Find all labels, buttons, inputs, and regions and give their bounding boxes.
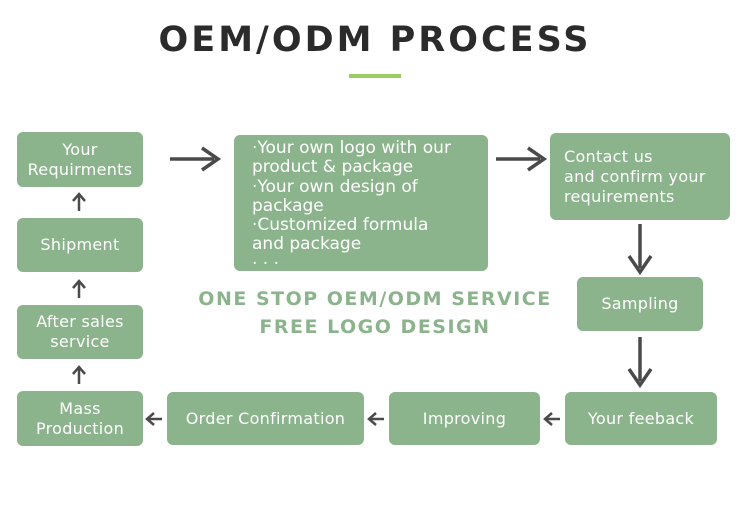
arrow-left-icon [543,412,560,426]
custom-options-line: package [252,195,324,216]
arrow-up-icon [72,192,86,211]
step-contact-us: Contact us and confirm your requirements [550,133,730,220]
custom-options-box: ·Your own logo with our product & packag… [234,135,488,271]
step-order-confirmation: Order Confirmation [167,392,364,445]
custom-options-line: · · · [252,253,280,271]
arrow-down-icon [627,224,653,276]
step-mass-production-label: Mass Production [35,398,125,438]
custom-options-line: ·Your own logo with our [252,138,451,158]
arrow-right-icon [170,146,222,172]
step-mass-production: Mass Production [17,391,143,446]
step-improving: Improving [389,392,540,445]
custom-options-line: ·Customized formula [252,215,429,236]
page-title: OEM/ODM PROCESS [158,20,592,60]
step-your-requirements: Your Requirments [17,132,143,187]
step-your-feedback: Your feeback [565,392,717,445]
custom-options-line: ·Your own design of [252,176,418,197]
step-sampling-label: Sampling [601,294,679,313]
arrow-right-icon [496,146,548,172]
custom-options-line: product & package [252,157,414,178]
step-contact-us-label: Contact us and confirm your requirements [564,146,706,206]
step-after-sales-service-label: After sales service [36,312,124,351]
arrow-left-icon [145,412,162,426]
step-your-feedback-label: Your feeback [587,408,695,428]
tagline-line-2: FREE LOGO DESIGN [259,316,491,338]
custom-options-line: and package [252,234,362,255]
step-order-confirmation-label: Order Confirmation [185,408,346,428]
step-shipment-label: Shipment [40,235,120,254]
tagline-line-1: ONE STOP OEM/ODM SERVICE [198,288,552,310]
step-your-requirements-label: Your Requirments [27,139,133,179]
step-improving-label: Improving [422,408,507,428]
step-sampling: Sampling [577,277,703,331]
step-after-sales-service: After sales service [17,305,143,359]
arrow-up-icon [72,365,86,384]
step-shipment: Shipment [17,218,143,272]
arrow-up-icon [72,279,86,298]
title-underline [349,74,401,78]
arrow-left-icon [367,412,384,426]
arrow-down-icon [627,337,653,389]
